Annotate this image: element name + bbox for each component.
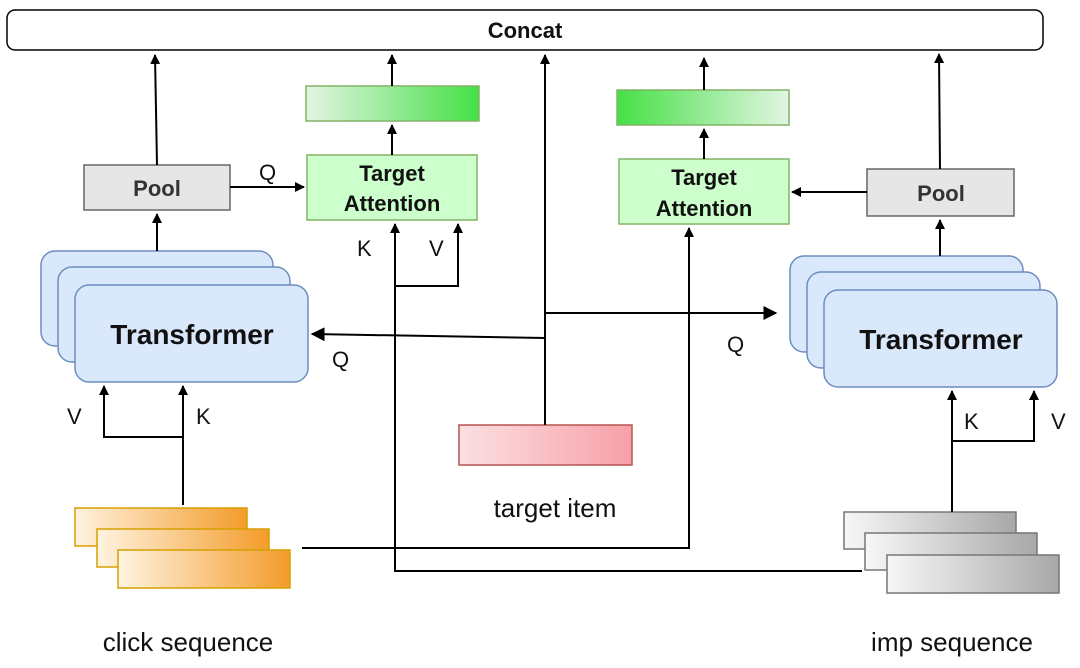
target-item-label: target item (494, 493, 617, 523)
imp-sequence (843, 511, 1060, 594)
left-v-attention-label: V (429, 236, 444, 261)
left-q-attention-label: Q (259, 160, 276, 185)
left-transformer-label: Transformer (110, 319, 273, 350)
left-transformer: Transformer (40, 250, 309, 383)
left-attention-line2: Attention (344, 191, 441, 216)
right-attention-line2: Attention (656, 196, 753, 221)
edge-click-right-attention (302, 227, 694, 549)
edge-imp-transformer-v (952, 390, 1039, 442)
left-q-transformer-label: Q (332, 347, 349, 372)
right-v-input-label: V (1051, 409, 1066, 434)
right-q-transformer-label: Q (727, 332, 744, 357)
click-sequence (74, 507, 291, 589)
edge-imp-left-attention-k (390, 223, 862, 572)
edge-click-transformer-v (99, 385, 183, 438)
right-k-input-label: K (964, 409, 979, 434)
left-attention-output (305, 85, 480, 122)
left-target-attention: Target Attention (306, 154, 478, 221)
right-attention-output (616, 89, 790, 126)
right-pool: Pool (866, 168, 1015, 217)
concat-label: Concat (488, 18, 563, 43)
right-target-attention: Target Attention (618, 158, 790, 225)
right-transformer: Transformer (789, 255, 1058, 388)
edge-target-left-transformer (310, 327, 546, 342)
right-transformer-label: Transformer (859, 324, 1022, 355)
edge-left-pool-concat (150, 54, 161, 166)
target-item (458, 424, 633, 466)
right-attention-line1: Target (671, 165, 737, 190)
left-k-attention-label: K (357, 236, 372, 261)
left-pool-label: Pool (133, 176, 181, 201)
left-pool: Pool (83, 164, 231, 211)
left-v-input-label: V (67, 404, 82, 429)
concat-node: Concat (6, 9, 1044, 51)
edge-right-pool-concat (934, 53, 945, 170)
imp-sequence-label: imp sequence (871, 627, 1033, 657)
edge-imp-left-attention-v (395, 223, 463, 287)
right-pool-label: Pool (917, 181, 965, 206)
left-attention-line1: Target (359, 161, 425, 186)
left-k-input-label: K (196, 404, 211, 429)
click-sequence-label: click sequence (103, 627, 274, 657)
